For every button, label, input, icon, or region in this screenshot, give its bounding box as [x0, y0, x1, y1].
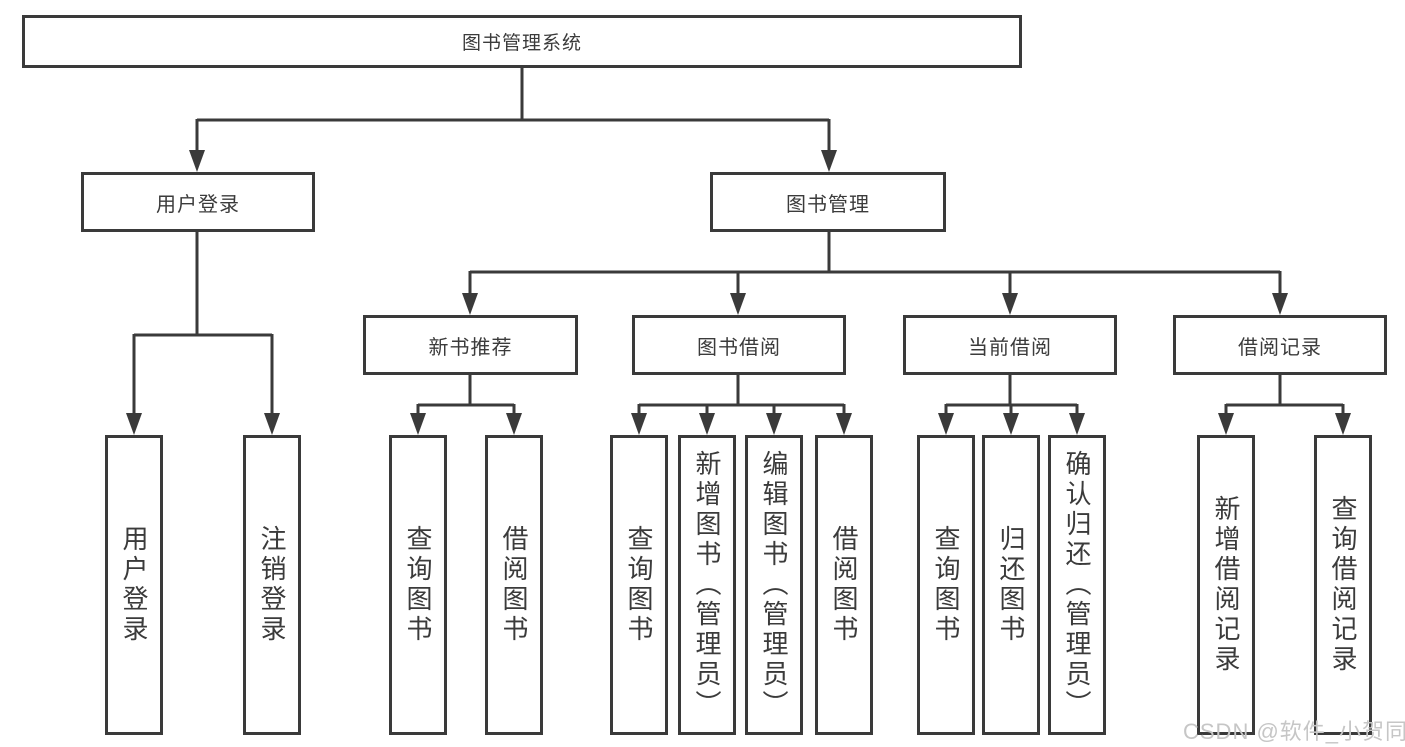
- leaf-logout: 注销登录: [243, 435, 301, 735]
- node-root: 图书管理系统: [22, 15, 1022, 68]
- leaf-edit-book-admin: 编辑图书（管理员）: [745, 435, 803, 735]
- node-borrow-records: 借阅记录: [1173, 315, 1387, 375]
- leaf-borrow-book: 借阅图书: [815, 435, 873, 735]
- node-new-book-recommend: 新书推荐: [363, 315, 578, 375]
- node-user-login-branch: 用户登录: [81, 172, 315, 232]
- leaf-query-book-current: 查询图书: [917, 435, 975, 735]
- leaf-confirm-return-admin: 确认归还（管理员）: [1048, 435, 1106, 735]
- csdn-watermark: CSDN @软件_小贺同学: [1183, 719, 1405, 744]
- leaf-query-book-recommend: 查询图书: [389, 435, 447, 735]
- leaf-borrow-book-recommend: 借阅图书: [485, 435, 543, 735]
- leaf-query-book-borrow: 查询图书: [610, 435, 668, 735]
- leaf-return-book: 归还图书: [982, 435, 1040, 735]
- node-book-management: 图书管理: [710, 172, 946, 232]
- leaf-query-borrow-record: 查询借阅记录: [1314, 435, 1372, 735]
- leaf-user-login: 用户登录: [105, 435, 163, 735]
- node-current-borrow: 当前借阅: [903, 315, 1117, 375]
- leaf-add-book-admin: 新增图书（管理员）: [678, 435, 736, 735]
- node-book-borrow: 图书借阅: [632, 315, 846, 375]
- leaf-add-borrow-record: 新增借阅记录: [1197, 435, 1255, 735]
